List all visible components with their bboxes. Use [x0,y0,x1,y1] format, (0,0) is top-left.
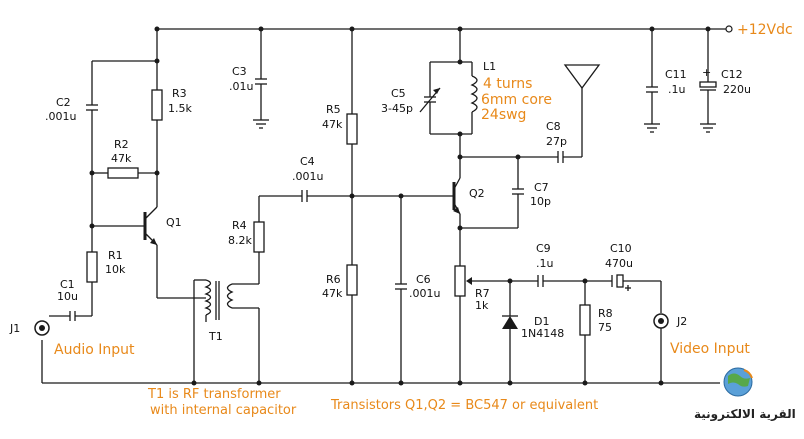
c2-capacitor: C2 .001u [45,60,157,226]
t1-transformer: T1 [193,279,259,383]
c9-value: .1u [536,257,553,270]
q1-transistor: Q1 [92,206,206,299]
t1-name: T1 [208,330,223,343]
r3-resistor: R3 1.5k [151,29,192,207]
c3-capacitor: C3 .01u [229,29,269,129]
t1-note-line1: T1 is RF transformer [147,387,281,402]
c7-capacitor: C7 10p [460,157,551,229]
c4-value: .001u [292,170,323,183]
c4-capacitor: C4 .001u [259,155,454,202]
r2-name: R2 [114,138,129,151]
c12-name: C12 [721,68,743,81]
supply-terminal [725,25,733,33]
c11-name: C11 [665,68,687,81]
c1-capacitor: C1 10u [57,278,92,321]
j2-output-jack: J2 Video Input [653,313,750,383]
site-logo: القرية الالكترونية [694,367,796,422]
q2-transistor: Q2 [452,177,485,228]
r7-name: R7 [475,287,490,300]
supply-label: +12Vdc [737,22,793,38]
c5-capacitor: C5 3-45p [381,29,472,135]
audio-input-label: Audio Input [54,342,135,358]
transistors-note: Transistors Q1,Q2 = BC547 or equivalent [330,398,598,413]
r5-resistor: R5 47k [322,29,358,265]
supply-rail: +12Vdc [157,22,793,38]
c11-value: .1u [668,83,685,96]
c2-name: C2 [56,96,71,109]
q1-name: Q1 [166,216,182,229]
c3-value: .01u [229,80,253,93]
video-input-label: Video Input [670,341,750,357]
r2-resistor: R2 47k [92,138,157,179]
r2-value: 47k [111,152,132,165]
r4-resistor: R4 8.2k [228,196,265,383]
r8-resistor: R8 75 [579,281,613,383]
r5-value: 47k [322,118,343,131]
junction-dots [89,26,711,386]
l1-spec-core: 6mm core [481,92,552,108]
c5-value: 3-45p [381,102,413,115]
c11-capacitor: C11 .1u [644,29,687,133]
c1-name: C1 [60,278,75,291]
r5-name: R5 [326,103,341,116]
r8-value: 75 [598,321,612,334]
c12-plus: + [702,66,711,79]
r6-name: R6 [326,273,341,286]
c12-capacitor: + C12 220u [699,29,751,133]
antenna [563,64,601,157]
c8-name: C8 [546,120,561,133]
c2-value: .001u [45,110,76,123]
r1-resistor: R1 10k [86,226,126,316]
c9-name: C9 [536,242,551,255]
r7-value: 1k [475,299,489,312]
c10-capacitor: C10 470u [605,242,662,313]
l1-spec-wire: 24swg [481,107,526,123]
r3-value: 1.5k [168,102,192,115]
c8-value: 27p [546,135,567,148]
c6-value: .001u [409,287,440,300]
q2-name: Q2 [469,187,485,200]
j1-label: J1 [9,322,20,335]
c12-value: 220u [723,83,751,96]
c7-name: C7 [534,181,549,194]
c6-capacitor: C6 .001u [395,196,440,383]
r6-resistor: R6 47k [322,264,358,383]
t1-note-line2: with internal capacitor [150,403,297,418]
r6-value: 47k [322,287,343,300]
l1-inductor: L1 4 turns 6mm core 24swg [459,60,552,178]
j1-input-jack: J1 Audio Input [9,315,135,358]
c4-name: C4 [300,155,315,168]
d1-value: 1N4148 [521,327,564,340]
j2-label: J2 [676,315,687,328]
l1-name: L1 [483,60,496,73]
c10-value: 470u [605,257,633,270]
c9-capacitor: C9 .1u [510,242,612,287]
r1-value: 10k [105,263,126,276]
r7-potentiometer: R7 1k [454,228,510,383]
r4-value: 8.2k [228,234,252,247]
r3-name: R3 [172,87,187,100]
r4-name: R4 [232,219,247,232]
c7-value: 10p [530,195,551,208]
r1-name: R1 [108,249,123,262]
c1-value: 10u [57,290,78,303]
c6-name: C6 [416,273,431,286]
ground-bus [41,340,720,384]
r8-name: R8 [598,307,613,320]
l1-spec-turns: 4 turns [483,76,532,92]
logo-text: القرية الالكترونية [694,407,796,422]
c8-capacitor: C8 27p [460,120,582,163]
c10-name: C10 [610,242,632,255]
d1-diode: D1 1N4148 [502,281,564,383]
d1-name: D1 [534,315,549,328]
c3-name: C3 [232,65,247,78]
c5-name: C5 [391,87,406,100]
